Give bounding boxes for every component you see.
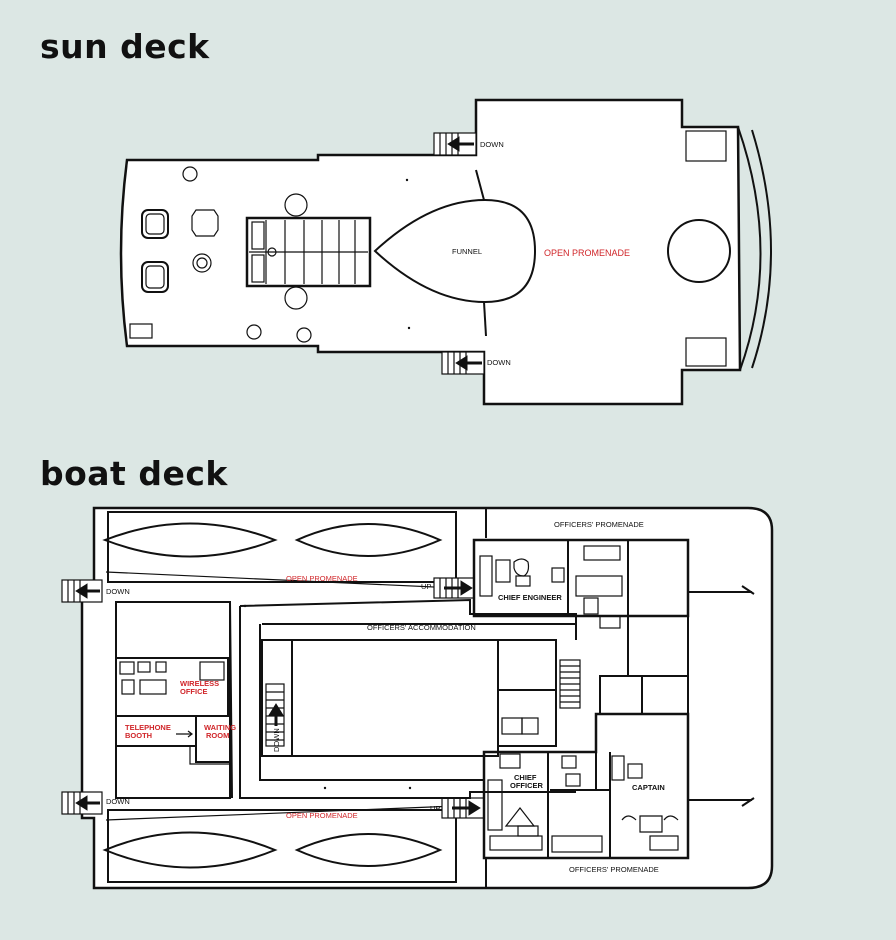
skylight-grid [245, 216, 372, 288]
open-promenade-top-label: OPEN PROMENADE [286, 574, 358, 583]
down-left-top-label: DOWN [106, 587, 130, 596]
sun-down-bottom-label: DOWN [487, 358, 511, 367]
sun-deck-bollard-2 [246, 324, 262, 340]
sun-deck-locker-top [685, 130, 727, 162]
up-top-label: UP [421, 582, 431, 591]
stair-down-top [433, 132, 477, 156]
sun-deck-bollard-1 [182, 166, 198, 182]
sun-deck-hatch-top [141, 209, 169, 239]
wc-2 [521, 717, 539, 735]
pantry [497, 639, 557, 747]
sun-deck-locker-bottom [685, 337, 727, 367]
sun-deck-vent [191, 209, 219, 237]
sun-deck-plan: DOWN DOWN FUNNEL OPEN PROMENADE [119, 98, 772, 406]
funnel-centerline-top [475, 169, 485, 201]
funnel-shape [373, 198, 537, 304]
stair-down-bottom [441, 351, 485, 375]
captain-label: CAPTAIN [632, 783, 665, 792]
waiting-room [195, 715, 231, 763]
officers-accommodation-label: OFFICERS' ACCOMMODATION [367, 623, 476, 632]
sun-deck-title: sun deck [40, 27, 210, 66]
sun-deck-outline [119, 98, 742, 406]
officers-promenade-top-label: OFFICERS' PROMENADE [554, 520, 644, 529]
sun-down-top-label: DOWN [480, 140, 504, 149]
sun-deck-ventilator-2 [284, 286, 308, 310]
telephone-booth-label-1: TELEPHONE [125, 723, 171, 732]
stair-down-left-bottom [61, 791, 103, 815]
sun-deck-bollard-3 [296, 327, 312, 343]
boat-deck-bow-flare [688, 585, 755, 807]
sun-deck-winch [192, 253, 212, 273]
open-promenade-bottom-label: OPEN PROMENADE [286, 811, 358, 820]
waiting-room-label-1: WAITING [204, 723, 236, 732]
sun-deck-mast [267, 247, 277, 257]
waiting-room-label-2: ROOM [206, 731, 229, 740]
boat-deck-outline [80, 506, 774, 890]
lifeboat-3 [102, 831, 278, 869]
lifeboat-deck-bottom [107, 809, 457, 883]
stair-well [261, 639, 293, 757]
lifeboat-2 [294, 523, 443, 557]
stair-down-left-top [61, 579, 103, 603]
sun-deck-bow-bulwark-inner [751, 129, 772, 369]
telephone-booth-label-2: BOOTH [125, 731, 152, 740]
funnel-label: FUNNEL [452, 247, 482, 256]
sun-deck-circle [667, 219, 731, 283]
wireless-office-label-2: OFFICE [180, 687, 208, 696]
chief-officer-label-1: CHIEF [514, 773, 537, 782]
sun-open-promenade-label: OPEN PROMENADE [544, 248, 630, 258]
up-bottom-label: UP [430, 804, 440, 813]
down-left-bottom-label: DOWN [106, 797, 130, 806]
sun-deck-hatch-bottom [141, 261, 169, 293]
boat-deck-plan: OPEN PROMENADE OPEN PROMENADE OFFICERS' … [61, 506, 774, 890]
lifeboat-4 [294, 833, 443, 867]
wireless-office-label-1: WIRELESS [180, 679, 219, 688]
sun-deck-bow-bulwark [737, 126, 762, 371]
chief-officer-label-2: OFFICER [510, 781, 543, 790]
chief-engineer-label: CHIEF ENGINEER [498, 593, 562, 602]
officers-promenade-bottom-label: OFFICERS' PROMENADE [569, 865, 659, 874]
down-stair-label: DOWN [272, 728, 281, 752]
lifeboat-1 [102, 522, 278, 558]
stair-up-bottom [441, 797, 485, 819]
funnel-centerline-bottom [483, 301, 487, 337]
sun-deck-ventilator-1 [284, 193, 308, 217]
boat-deck-title: boat deck [40, 454, 228, 493]
corridor-outline [239, 598, 577, 799]
stair-up-top [433, 577, 475, 599]
sun-deck-box [129, 323, 153, 339]
